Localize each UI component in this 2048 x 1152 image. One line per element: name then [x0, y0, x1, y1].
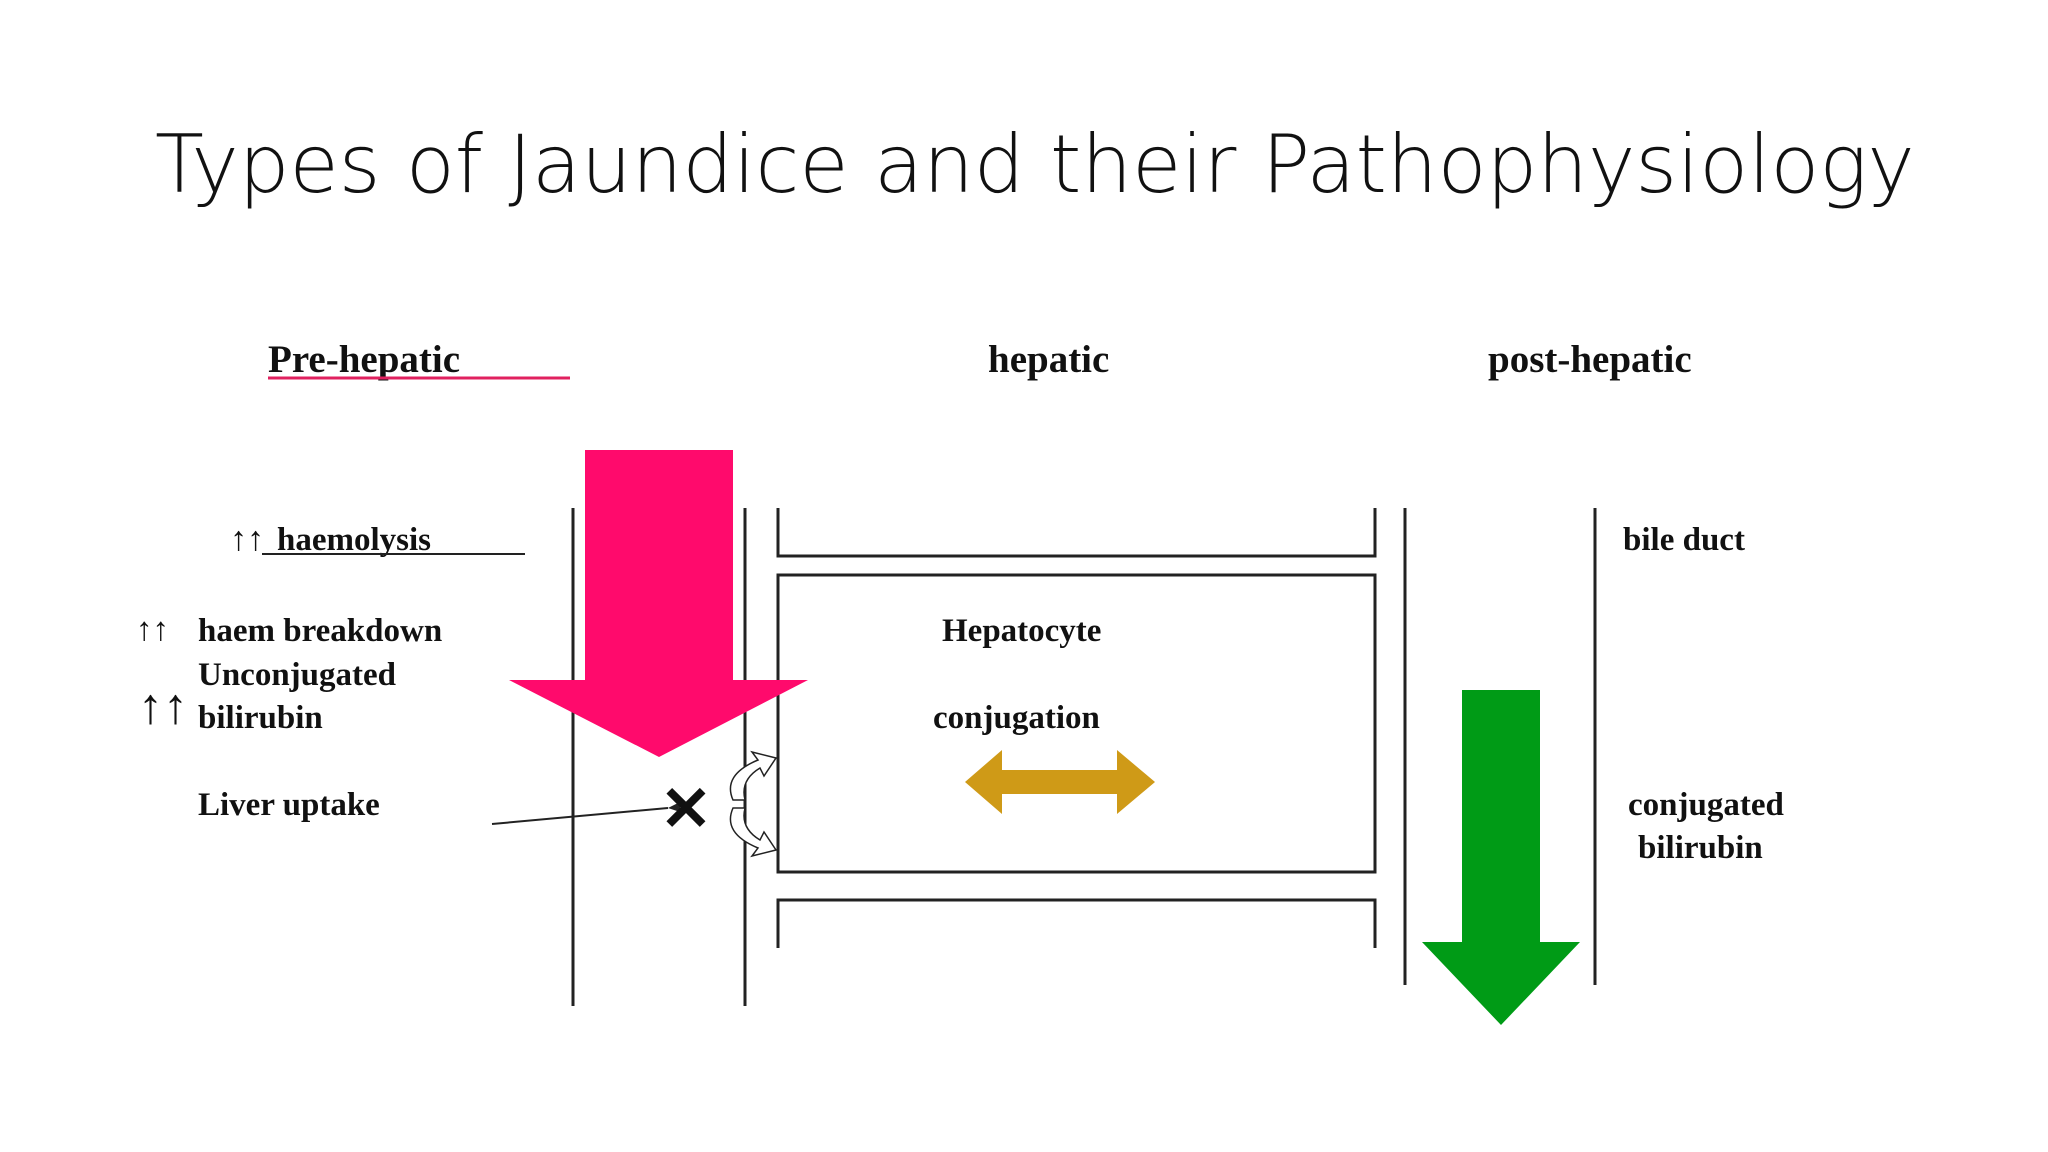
block-x-mark: ✕ [660, 776, 712, 844]
label-unconjugated-line1: Unconjugated [198, 657, 396, 693]
label-haem-breakdown: haem breakdown [198, 613, 442, 649]
top-channel [776, 508, 1377, 558]
header-hepatic: hepatic [988, 338, 1109, 381]
label-unconjugated-line2: bilirubin [198, 700, 323, 736]
header-post-hepatic: post-hepatic [1488, 338, 1692, 381]
curved-arrow-upper [729, 750, 778, 801]
label-hepatocyte: Hepatocyte [942, 613, 1101, 649]
curved-arrow-lower [729, 807, 778, 858]
header-pre-hepatic: Pre-hepatic [268, 338, 460, 381]
pointer-arrowhead [668, 802, 680, 812]
unconjugated-arrows: ↑↑ [138, 678, 188, 734]
haem-breakdown-arrows: ↑↑ [136, 612, 169, 648]
liver-uptake-pointer [491, 807, 669, 825]
label-bile-duct: bile duct [1623, 522, 1745, 558]
green-down-arrow [1422, 690, 1580, 1025]
haemolysis-arrows: ↑↑ [230, 521, 264, 558]
label-liver-uptake: Liver uptake [198, 787, 380, 823]
gold-double-arrow [965, 750, 1155, 814]
label-haemolysis: haemolysis [277, 522, 431, 558]
bottom-channel [776, 898, 1377, 948]
slide-title: Types of Jaundice and their Pathophysiol… [155, 118, 1915, 211]
label-conjugated-line2: bilirubin [1638, 830, 1763, 866]
hepatocyte-box [776, 573, 1377, 874]
label-conjugation: conjugation [933, 700, 1100, 736]
label-conjugated-line1: conjugated [1628, 787, 1784, 823]
pink-down-arrow [509, 450, 808, 757]
